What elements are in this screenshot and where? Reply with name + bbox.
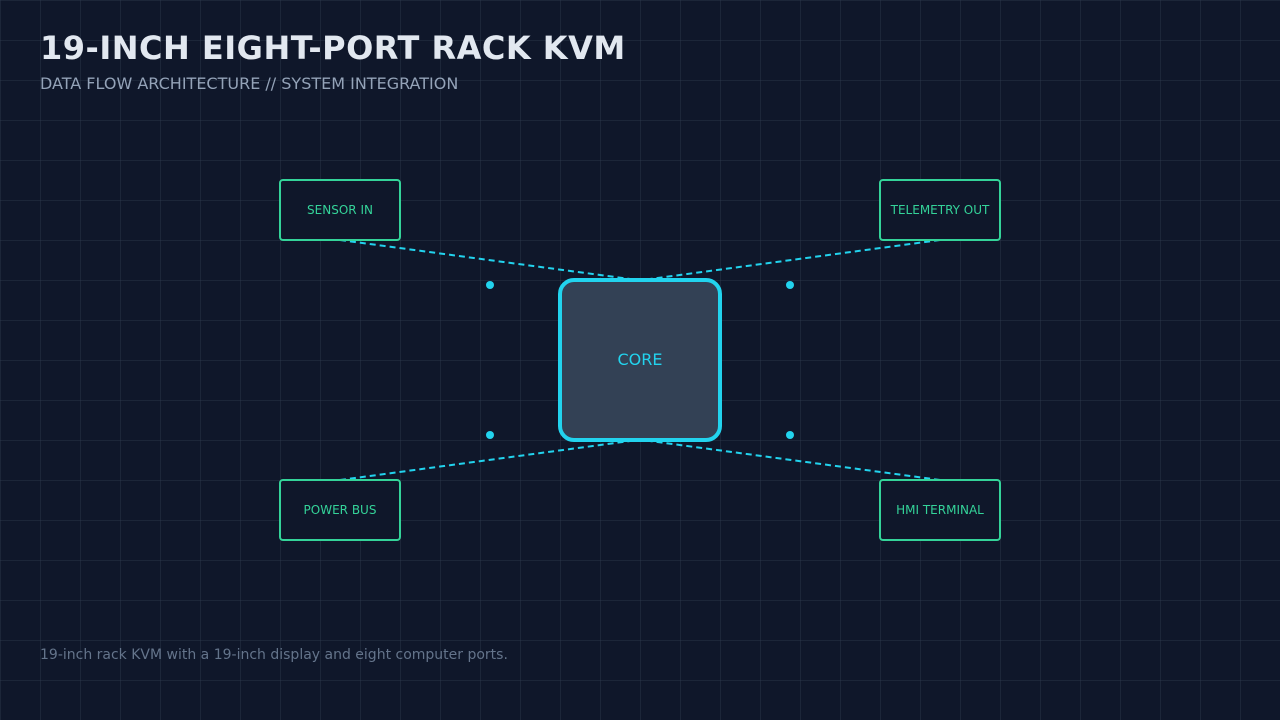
diagram-caption: 19-inch rack KVM with a 19-inch display …	[40, 647, 508, 663]
core-block[interactable]: CORE	[558, 278, 722, 442]
junction-dots	[486, 281, 794, 439]
node-power-bus-box	[279, 479, 401, 541]
junction-dot	[486, 281, 494, 289]
connector-telemetry-out	[649, 239, 941, 280]
node-sensor-in-label: SENSOR IN	[307, 203, 373, 217]
node-power-bus[interactable]: POWER BUS	[279, 479, 401, 541]
junction-dot	[786, 281, 794, 289]
connector-power-bus	[339, 440, 631, 481]
junction-dot	[486, 431, 494, 439]
node-telemetry-out[interactable]: TELEMETRY OUT	[879, 179, 1001, 241]
node-hmi-terminal[interactable]: HMI TERMINAL	[879, 479, 1001, 541]
core-label: CORE	[618, 350, 663, 369]
node-sensor-in[interactable]: SENSOR IN	[279, 179, 401, 241]
junction-dot	[786, 431, 794, 439]
page-subtitle: DATA FLOW ARCHITECTURE // SYSTEM INTEGRA…	[40, 74, 459, 93]
connector-group	[339, 239, 941, 481]
node-sensor-in-box	[279, 179, 401, 241]
connector-sensor-in	[339, 239, 631, 280]
node-hmi-terminal-box	[879, 479, 1001, 541]
node-telemetry-out-box	[879, 179, 1001, 241]
node-power-bus-label: POWER BUS	[304, 503, 377, 517]
node-telemetry-out-label: TELEMETRY OUT	[890, 203, 990, 217]
connector-hmi-terminal	[649, 440, 941, 481]
core-block-box	[558, 278, 722, 442]
page-title: 19-INCH EIGHT-PORT RACK KVM	[40, 29, 626, 67]
node-hmi-terminal-label: HMI TERMINAL	[896, 503, 984, 517]
